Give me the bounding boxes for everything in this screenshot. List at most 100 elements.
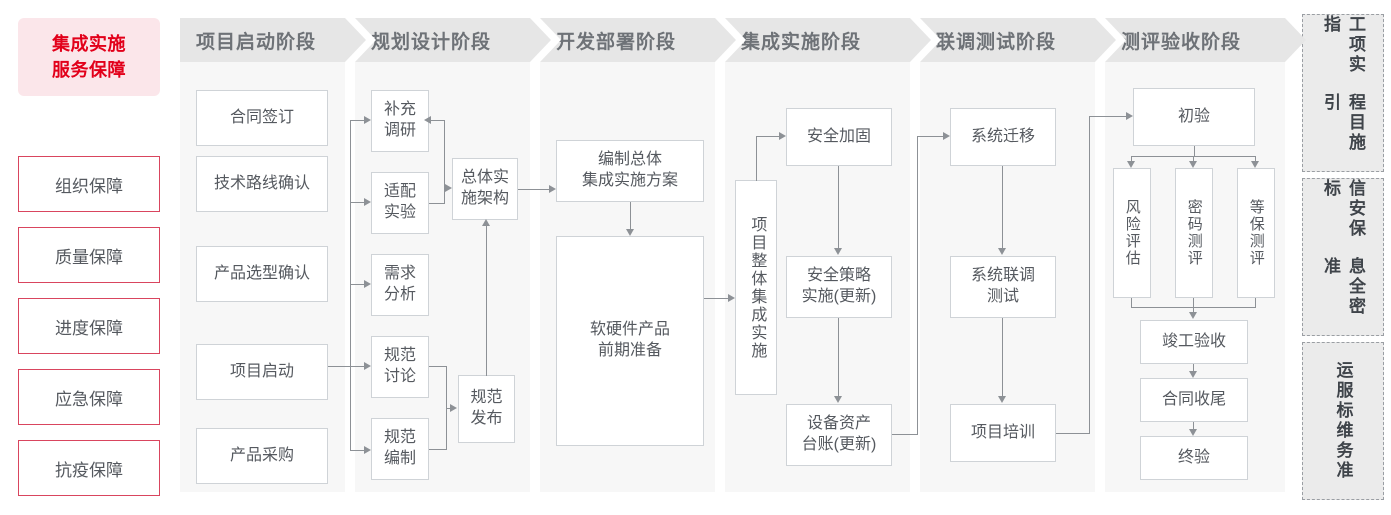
- connector-merge-to-standard-release: [446, 408, 451, 410]
- node-requirement-analysis[interactable]: 需求分析: [371, 254, 429, 316]
- connector-hardening-to-policy: [838, 166, 840, 248]
- node-label: 合同收尾: [1161, 390, 1226, 408]
- phase-header-label: 集成实施阶段: [741, 31, 862, 53]
- node-product-selection-confirm[interactable]: 产品选型确认: [196, 246, 328, 302]
- node-risk-assessment[interactable]: 风险评估: [1113, 168, 1151, 298]
- arrow-head: [626, 229, 634, 236]
- node-label-line1: 规范: [383, 429, 416, 447]
- node-hw-sw-preparation[interactable]: 软硬件产品前期准备: [556, 236, 704, 446]
- arrow-head: [1127, 161, 1135, 168]
- guarantee-item-1[interactable]: 质量保障: [18, 227, 160, 283]
- connector-to-adaptation-experiment: [350, 202, 364, 204]
- node-label-line1: 设备资产: [806, 415, 871, 433]
- node-product-procurement[interactable]: 产品采购: [196, 428, 328, 484]
- node-label-line1: 适配: [383, 183, 416, 201]
- node-label: 风险评估: [1123, 199, 1141, 267]
- node-label-line1: 安全策略: [806, 267, 871, 285]
- node-label-line1: 软硬件产品: [589, 321, 670, 339]
- arrow-head: [482, 219, 490, 226]
- node-initial-acceptance[interactable]: 初验: [1133, 88, 1255, 146]
- node-label-line1: 编制总体: [597, 151, 662, 169]
- guarantee-item-4[interactable]: 抗疫保障: [18, 440, 160, 496]
- node-completion-acceptance[interactable]: 竣工验收: [1140, 320, 1248, 364]
- phase-header-testing[interactable]: 联调测试阶段: [920, 18, 1116, 62]
- node-project-training[interactable]: 项目培训: [950, 404, 1056, 462]
- arrow-head: [364, 446, 371, 454]
- node-crypto-evaluation[interactable]: 密码测评: [1175, 168, 1213, 298]
- node-mlps-evaluation[interactable]: 等保测评: [1237, 168, 1275, 298]
- connector-fanout-crypto: [1193, 156, 1195, 162]
- phase-header-label: 项目启动阶段: [196, 31, 317, 53]
- node-system-migration[interactable]: 系统迁移: [950, 108, 1056, 166]
- connector-kickoff-to-bus: [328, 366, 351, 368]
- node-final-acceptance[interactable]: 终验: [1140, 436, 1248, 480]
- node-label-line1: 规范: [383, 347, 416, 365]
- phase-header-develop[interactable]: 开发部署阶段: [540, 18, 736, 62]
- arrow-head: [943, 132, 950, 140]
- connector-fanout-mlps: [1255, 156, 1257, 162]
- standard-label-col-left: 工项实指: [1321, 15, 1365, 75]
- connector-joint-test-to-training: [1002, 318, 1004, 396]
- guarantee-item-0[interactable]: 组织保障: [18, 156, 160, 212]
- node-label: 初验: [1177, 107, 1210, 125]
- node-overall-implementation-architecture[interactable]: 总体实施架构: [452, 158, 518, 220]
- connector-to-standard-drafting: [350, 450, 364, 452]
- node-label-line1: 需求: [383, 265, 416, 283]
- connector-integration-up: [756, 137, 758, 181]
- arrow-head: [364, 116, 371, 124]
- connector-architecture-to-plan: [518, 189, 549, 191]
- node-label: 合同签订: [229, 108, 294, 126]
- node-contract-signing[interactable]: 合同签订: [196, 90, 328, 146]
- node-security-policy-implementation[interactable]: 安全策略实施(更新): [786, 256, 892, 318]
- node-asset-ledger[interactable]: 设备资产台账(更新): [786, 404, 892, 466]
- node-standard-drafting[interactable]: 规范编制: [371, 418, 429, 480]
- phase-header-label: 测评验收阶段: [1121, 31, 1242, 53]
- connector-initial-acceptance-down: [1194, 146, 1196, 157]
- node-standard-release[interactable]: 规范发布: [458, 375, 515, 443]
- node-system-joint-test[interactable]: 系统联调测试: [950, 256, 1056, 318]
- standard-panel-engineering-guide[interactable]: 程目施引 工项实指: [1302, 14, 1384, 172]
- standard-label-col-right: 维务准: [1333, 421, 1353, 481]
- guarantee-item-2[interactable]: 进度保障: [18, 298, 160, 354]
- arrow-head: [424, 116, 431, 124]
- node-label: 项目培训: [970, 423, 1035, 441]
- connector-bus-startup-to-planning: [350, 121, 352, 451]
- connector-fanout-risk: [1131, 156, 1133, 162]
- connector-closeout-to-final: [1193, 422, 1195, 429]
- node-label-line2: 施架构: [460, 190, 509, 207]
- standard-panel-infosec[interactable]: 息全密准 信安保标: [1302, 178, 1384, 336]
- arrow-head: [1189, 312, 1197, 319]
- node-label: 产品采购: [229, 446, 294, 464]
- node-project-kickoff[interactable]: 项目启动: [196, 344, 328, 400]
- node-security-hardening[interactable]: 安全加固: [786, 108, 892, 166]
- standard-label-col-right: 息全密准: [1321, 257, 1365, 317]
- connector-plan-to-preparation: [630, 202, 632, 229]
- phase-header-label: 规划设计阶段: [371, 31, 492, 53]
- node-contract-closeout[interactable]: 合同收尾: [1140, 378, 1248, 422]
- guarantee-item-label: 组织保障: [55, 176, 123, 196]
- node-tech-route-confirm[interactable]: 技术路线确认: [196, 156, 328, 212]
- guarantee-item-label: 进度保障: [55, 318, 123, 338]
- node-overall-integration-plan[interactable]: 编制总体集成实施方案: [556, 140, 704, 202]
- phase-header-planning[interactable]: 规划设计阶段: [355, 18, 551, 62]
- connector-standard-drafting-out: [429, 449, 447, 451]
- node-overall-project-integration[interactable]: 项目整体集成实施: [735, 180, 777, 395]
- guarantee-item-3[interactable]: 应急保障: [18, 369, 160, 425]
- standard-panel-ops-service[interactable]: 维务准 运服标: [1302, 342, 1384, 500]
- node-label: 密码测评: [1185, 199, 1203, 267]
- phase-header-integration[interactable]: 集成实施阶段: [725, 18, 931, 62]
- phase-header-startup[interactable]: 项目启动阶段: [180, 18, 366, 62]
- connector-integration-to-hardening: [756, 136, 779, 138]
- standard-label-col-left: 运服标: [1333, 361, 1353, 421]
- node-supplementary-research[interactable]: 补充调研: [371, 90, 429, 152]
- arrow-head: [450, 404, 457, 412]
- connector-standard-release-to-architecture: [486, 226, 488, 376]
- arrow-head: [364, 198, 371, 206]
- node-standard-discussion[interactable]: 规范讨论: [371, 336, 429, 398]
- node-label-line2: 编制: [383, 450, 416, 467]
- phase-header-acceptance[interactable]: 测评验收阶段: [1105, 18, 1306, 62]
- node-label: 竣工验收: [1161, 332, 1226, 350]
- arrow-head: [1189, 371, 1197, 378]
- arrow-head: [834, 396, 842, 403]
- node-adaptation-experiment[interactable]: 适配实验: [371, 172, 429, 234]
